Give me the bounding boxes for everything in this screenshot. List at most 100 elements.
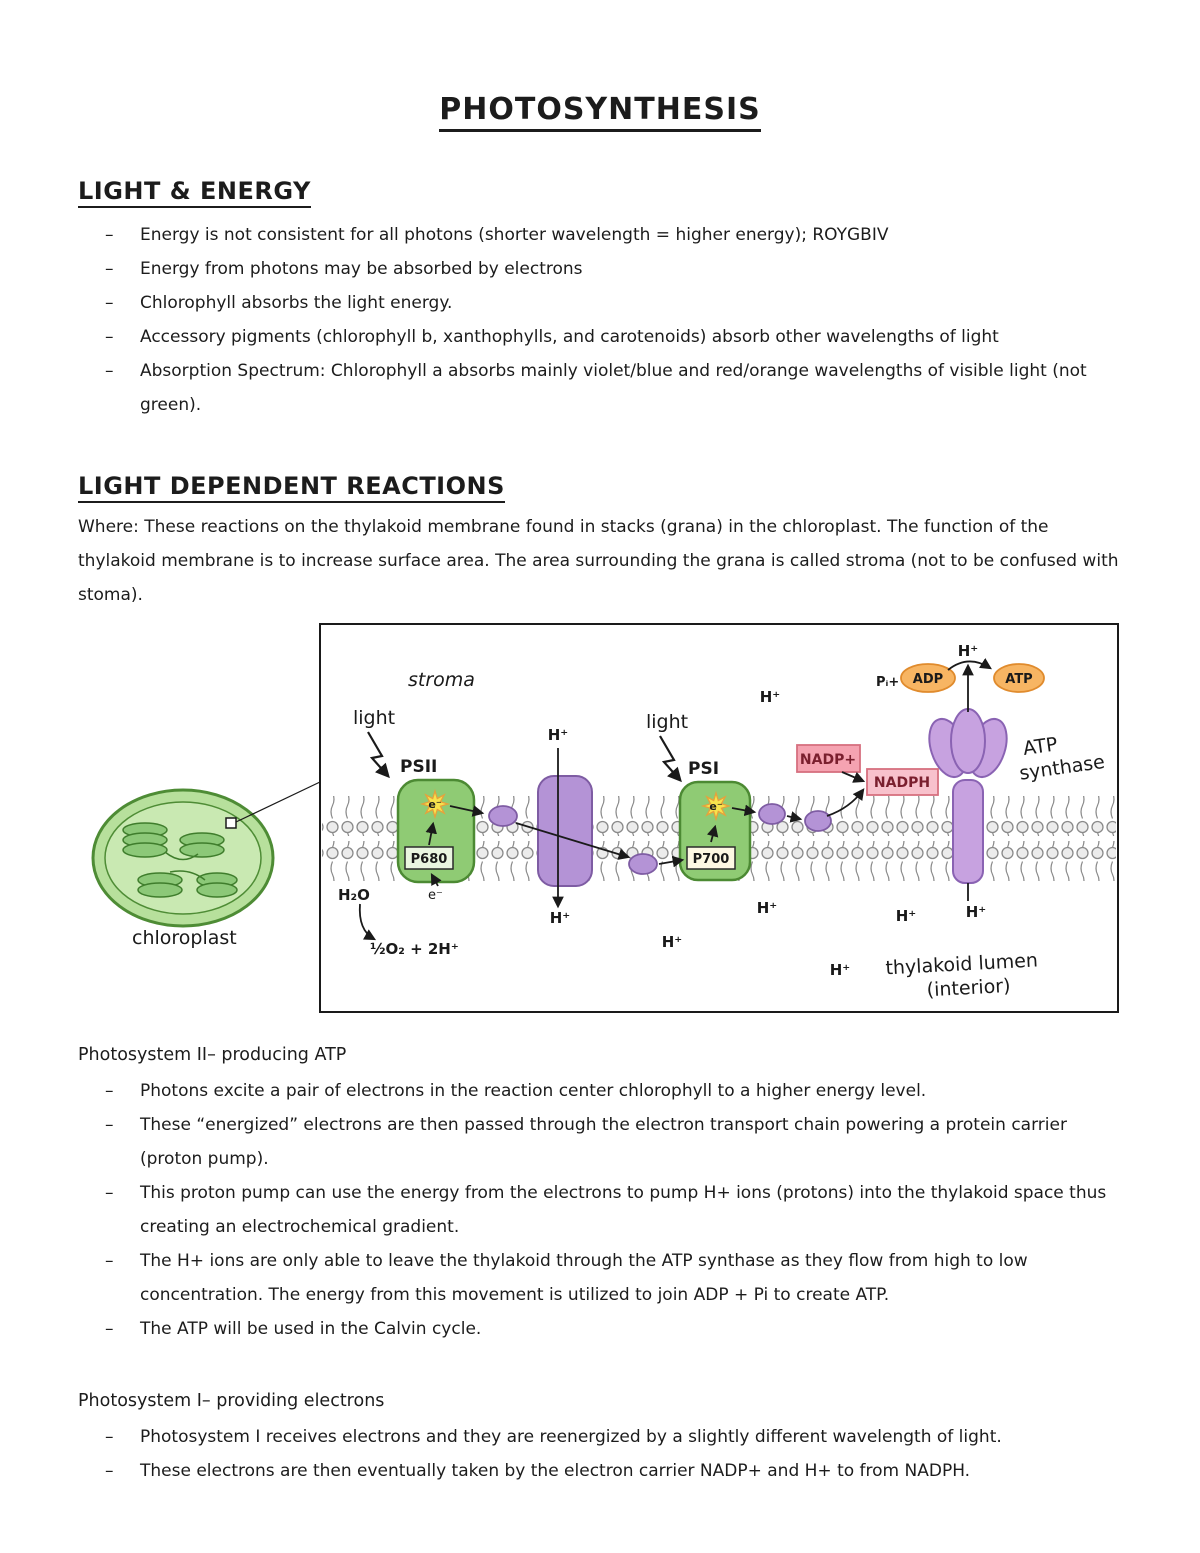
pi-label: Pᵢ+	[876, 675, 899, 690]
light-label-psi: light	[646, 711, 688, 733]
bullet-text: These “energized” electrons are then pas…	[140, 1115, 1067, 1169]
electron-carrier-blobs	[488, 803, 832, 875]
bullet-dash: –	[105, 259, 114, 279]
nadph-box	[866, 768, 939, 796]
water-products-label: ½O₂ + 2H⁺	[370, 940, 459, 958]
bullet-item: – The H+ ions are only able to leave the …	[78, 1244, 1122, 1312]
ps2-heading: Photosystem II– producing ATP	[78, 1045, 347, 1065]
light-bolt-psi	[659, 735, 682, 783]
bullet-dash: –	[105, 1427, 114, 1447]
bullet-text: Accessory pigments (chlorophyll b, xanth…	[140, 327, 999, 347]
bullet-item: – Chlorophyll absorbs the light energy.	[78, 286, 1122, 320]
ps1-heading: Photosystem I– providing electrons	[78, 1391, 385, 1411]
bullet-dash: –	[105, 327, 114, 347]
light-label-psii: light	[353, 707, 395, 729]
bullet-text: Photosystem I receives electrons and the…	[140, 1427, 1002, 1447]
bullet-item: – This proton pump can use the energy fro…	[78, 1176, 1122, 1244]
psi-label: PSI	[688, 759, 719, 779]
h-plus-label: H⁺	[830, 961, 850, 979]
water-label: H₂O	[338, 886, 370, 904]
p700-label: P700	[693, 852, 730, 867]
section-heading-light-energy: LIGHT & ENERGY	[78, 177, 1122, 208]
bullet-dash: –	[105, 1251, 114, 1271]
h-plus-label: H⁺	[760, 688, 780, 706]
bullet-dash: –	[105, 1461, 114, 1481]
page-title-text: PHOTOSYNTHESIS	[439, 92, 761, 132]
water-split-arrow	[358, 903, 377, 941]
bullet-text: The ATP will be used in the Calvin cycle…	[140, 1319, 482, 1339]
bullet-item: – The ATP will be used in the Calvin cycl…	[78, 1312, 1122, 1346]
bullet-dash: –	[105, 293, 114, 313]
chloroplast-illustration: chloroplast	[91, 781, 321, 949]
atp-synthase-complex	[928, 708, 1008, 884]
bullet-text: These electrons are then eventually take…	[140, 1461, 971, 1481]
grana-stacks	[122, 822, 238, 898]
h-plus-label: H⁺	[548, 726, 568, 744]
nadp-box	[796, 744, 861, 773]
bullet-dash: –	[105, 1183, 114, 1203]
bullet-text: This proton pump can use the energy from…	[140, 1183, 1107, 1237]
diagram-arrows	[358, 658, 992, 941]
adp-to-atp-arrow	[947, 658, 992, 671]
bullet-item: – Energy from photons may be absorbed by …	[78, 252, 1122, 286]
page-title: PHOTOSYNTHESIS	[78, 0, 1122, 132]
chloroplast-inner-membrane	[104, 801, 262, 915]
h-plus-label: H⁺	[958, 642, 978, 660]
bullet-dash: –	[105, 1081, 114, 1101]
light-reactions-diagram: chloroplast P680 e⁻ PSII	[91, 623, 1119, 1013]
ps2-bullet-list: – Photons excite a pair of electrons in t…	[78, 1074, 1122, 1346]
svg-text:ATP: ATP	[1022, 733, 1059, 760]
adp-label: ADP	[913, 672, 943, 687]
h-plus-label: H⁺	[966, 903, 986, 921]
bullet-item: – Photons excite a pair of electrons in t…	[78, 1074, 1122, 1108]
psii-label: PSII	[400, 757, 437, 777]
bullet-dash: –	[105, 361, 114, 381]
light-energy-bullet-list: –Energy is not consistent for all photon…	[78, 218, 1122, 422]
diagram-container: chloroplast P680 e⁻ PSII	[70, 620, 1122, 1024]
proton-pump-protein	[537, 775, 593, 887]
bullet-item: – Absorption Spectrum: Chlorophyll a abso…	[78, 354, 1122, 422]
h-plus-label: H⁺	[550, 909, 570, 927]
stroma-label: stroma	[408, 669, 475, 691]
svg-text:(interior): (interior)	[926, 975, 1011, 1001]
h-plus-label: H⁺	[662, 933, 682, 951]
zoom-region-square	[225, 817, 237, 829]
atp-label: ATP	[1005, 672, 1032, 687]
nadp-label: NADP+	[800, 752, 856, 768]
electron-from-water-label: e⁻	[428, 888, 443, 903]
h-plus-label: H⁺	[757, 899, 777, 917]
electron-label: e⁻	[428, 798, 441, 811]
nadph-label: NADPH	[874, 775, 930, 791]
bullet-dash: –	[105, 1115, 114, 1135]
bullet-dash: –	[105, 1319, 114, 1339]
zoom-callout-line	[235, 781, 321, 823]
bullet-text: Photons excite a pair of electrons in th…	[140, 1081, 927, 1101]
p680-box	[404, 846, 454, 870]
bullet-item: – Accessory pigments (chlorophyll b, xant…	[78, 320, 1122, 354]
chloroplast-label: chloroplast	[132, 927, 237, 949]
adp-oval	[900, 663, 956, 693]
section-heading-text: LIGHT & ENERGY	[78, 177, 311, 208]
photosystem-i-complex: P700 e⁻	[678, 780, 752, 882]
bullet-text: Energy from photons may be absorbed by e…	[140, 259, 583, 279]
bullet-item: – These “energized” electrons are then pa…	[78, 1108, 1122, 1176]
light-dependent-intro: Where: These reactions on the thylakoid …	[78, 517, 1119, 605]
bullet-item: –Energy is not consistent for all photon…	[78, 218, 1122, 252]
ps1-bullet-list: – Photosystem I receives electrons and th…	[78, 1420, 1122, 1488]
bullet-item: – These electrons are then eventually tak…	[78, 1454, 1122, 1488]
p680-label: P680	[411, 852, 448, 867]
section-heading-light-dependent: LIGHT DEPENDENT REACTIONS	[78, 472, 1122, 503]
photosystem-ii-complex: P680 e⁻	[396, 778, 476, 884]
bullet-text: The H+ ions are only able to leave the t…	[140, 1251, 1028, 1305]
notes-page: PHOTOSYNTHESIS LIGHT & ENERGY –Energy is…	[70, 0, 1122, 1488]
h-plus-label: H⁺	[896, 907, 916, 925]
thylakoid-membrane-panel: P680 e⁻ PSII P700	[319, 623, 1119, 1013]
bullet-dash: –	[105, 225, 114, 245]
bullet-item: – Photosystem I receives electrons and th…	[78, 1420, 1122, 1454]
bullet-text: Chlorophyll absorbs the light energy.	[140, 293, 453, 313]
p700-box	[686, 846, 736, 870]
atp-oval	[993, 663, 1045, 693]
bullet-text: Absorption Spectrum: Chlorophyll a absor…	[140, 361, 1087, 415]
electron-label: e⁻	[709, 800, 722, 813]
section-heading-text: LIGHT DEPENDENT REACTIONS	[78, 472, 505, 503]
